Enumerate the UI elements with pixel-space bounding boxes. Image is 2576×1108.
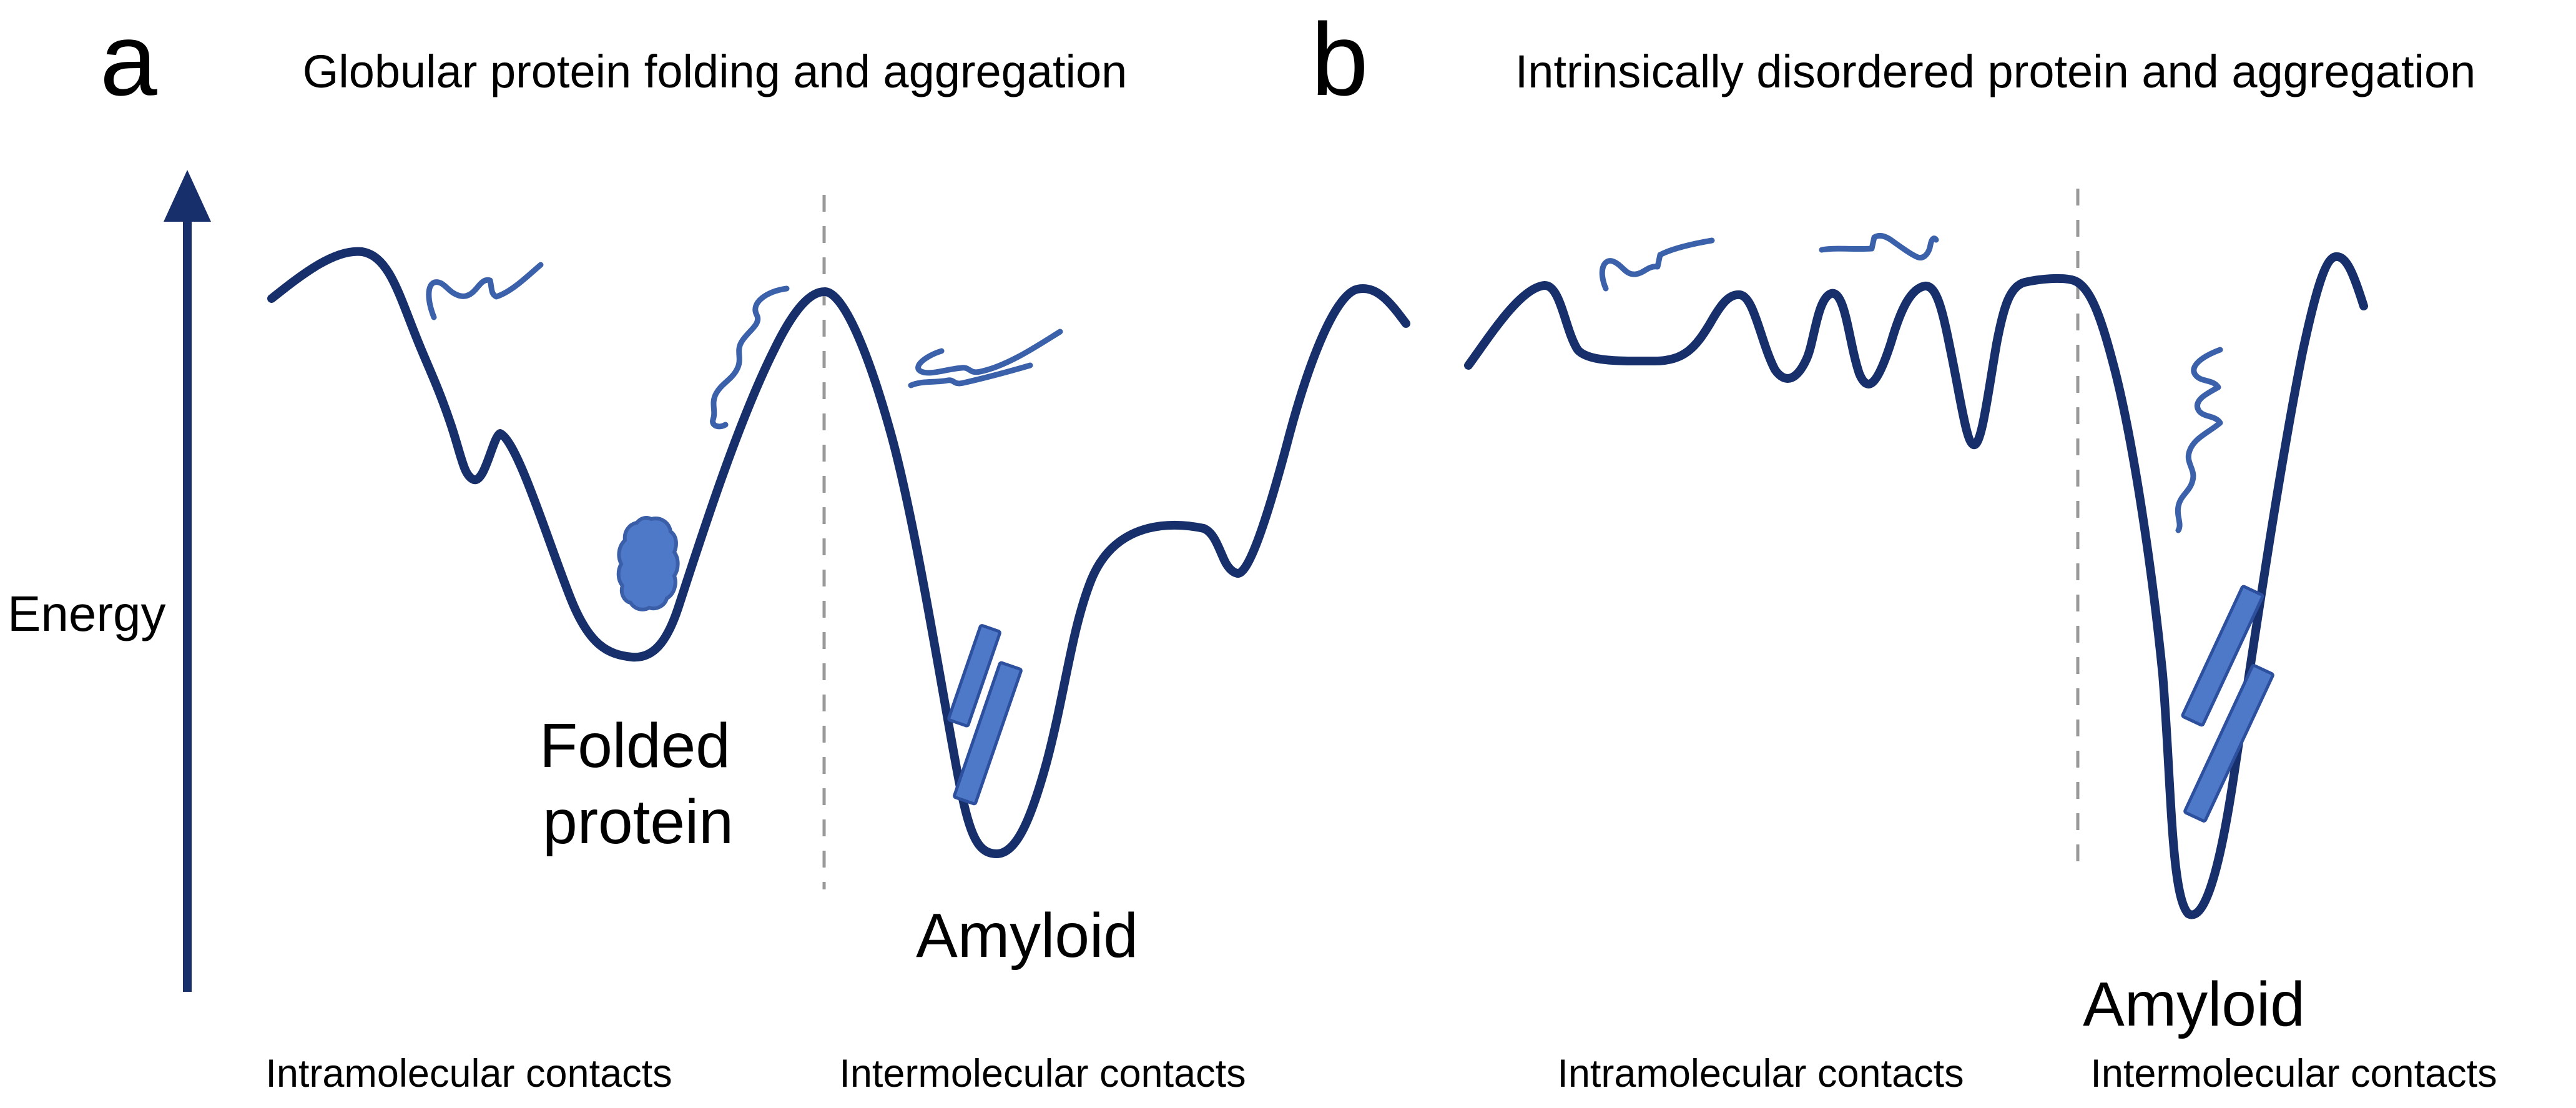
unfolded-chain-icon <box>915 329 1063 376</box>
panel-a-tag: a <box>100 2 157 117</box>
folded-protein-label-line1: Folded <box>539 711 730 781</box>
unfolded-chain-icon <box>710 285 790 430</box>
panel-b-landscape-curve <box>1464 252 2368 919</box>
panel-b: b Intrinsically disordered protein and a… <box>1311 2 2497 1096</box>
unfolded-chain-icon <box>1819 233 1939 260</box>
panel-b-title: Intrinsically disordered protein and agg… <box>1515 46 2476 97</box>
energy-axis-arrowhead-icon <box>164 170 211 222</box>
unfolded-chain-pair-icon <box>908 329 1063 388</box>
amyloid-fibril-icon <box>2181 585 2274 823</box>
unfolded-chain-icon <box>1599 237 1715 292</box>
folded-protein-blob-icon <box>616 516 680 611</box>
panel-a-title: Globular protein folding and aggregation <box>303 46 1128 97</box>
energy-axis-label: Energy <box>7 586 165 641</box>
panel-a-xlabel-intermolecular: Intermolecular contacts <box>839 1052 1246 1096</box>
panel-a-xlabel-intramolecular: Intramolecular contacts <box>265 1052 672 1096</box>
panel-a: a Globular protein folding and aggregati… <box>7 2 1410 1096</box>
unfolded-chain-icon <box>426 262 544 320</box>
energy-axis: Energy <box>7 170 211 992</box>
fibril-bar <box>947 624 1001 728</box>
panel-a-landscape-curve <box>267 247 1410 858</box>
unfolded-chain-icon <box>908 362 1033 388</box>
panel-b-xlabel-intramolecular: Intramolecular contacts <box>1557 1052 1964 1096</box>
panel-a-amyloid-label: Amyloid <box>916 901 1138 971</box>
panel-b-xlabel-intermolecular: Intermolecular contacts <box>2090 1052 2497 1096</box>
panel-b-tag: b <box>1311 2 1369 117</box>
panel-b-amyloid-label: Amyloid <box>2083 969 2305 1039</box>
amyloid-fibril-icon <box>947 624 1023 806</box>
fibril-bar <box>2183 664 2274 823</box>
folded-protein-label-line2: protein <box>543 787 734 857</box>
fibril-bar <box>2181 585 2264 727</box>
fibril-bar <box>953 661 1023 806</box>
unfolded-chain-icon <box>2175 347 2223 533</box>
